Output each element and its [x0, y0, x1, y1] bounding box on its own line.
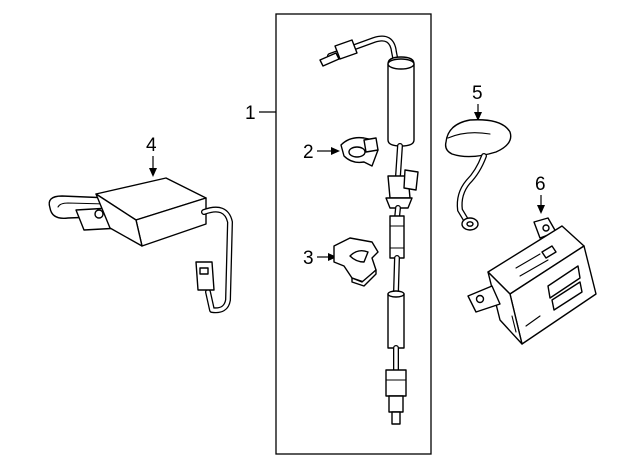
callout-4: 4: [146, 135, 157, 177]
callout-3-label: 3: [303, 248, 314, 269]
callout-5: 5: [472, 83, 483, 121]
clip-part[interactable]: [340, 136, 379, 167]
callout-3: 3: [303, 248, 337, 269]
antenna-cable-assembly[interactable]: [319, 35, 419, 425]
callout-5-label: 5: [472, 83, 483, 104]
roof-antenna[interactable]: [444, 119, 512, 231]
control-module[interactable]: [467, 217, 597, 345]
assembly-frame: [275, 13, 432, 455]
callout-6-label: 6: [535, 174, 546, 195]
callout-1: 1: [245, 103, 276, 124]
holder-part[interactable]: [333, 237, 379, 287]
callout-1-label: 1: [245, 103, 256, 124]
callout-4-label: 4: [146, 135, 157, 156]
callout-6: 6: [535, 174, 546, 214]
callout-2-label: 2: [303, 142, 314, 163]
amplifier-module[interactable]: [48, 177, 233, 314]
callout-2: 2: [303, 142, 340, 163]
